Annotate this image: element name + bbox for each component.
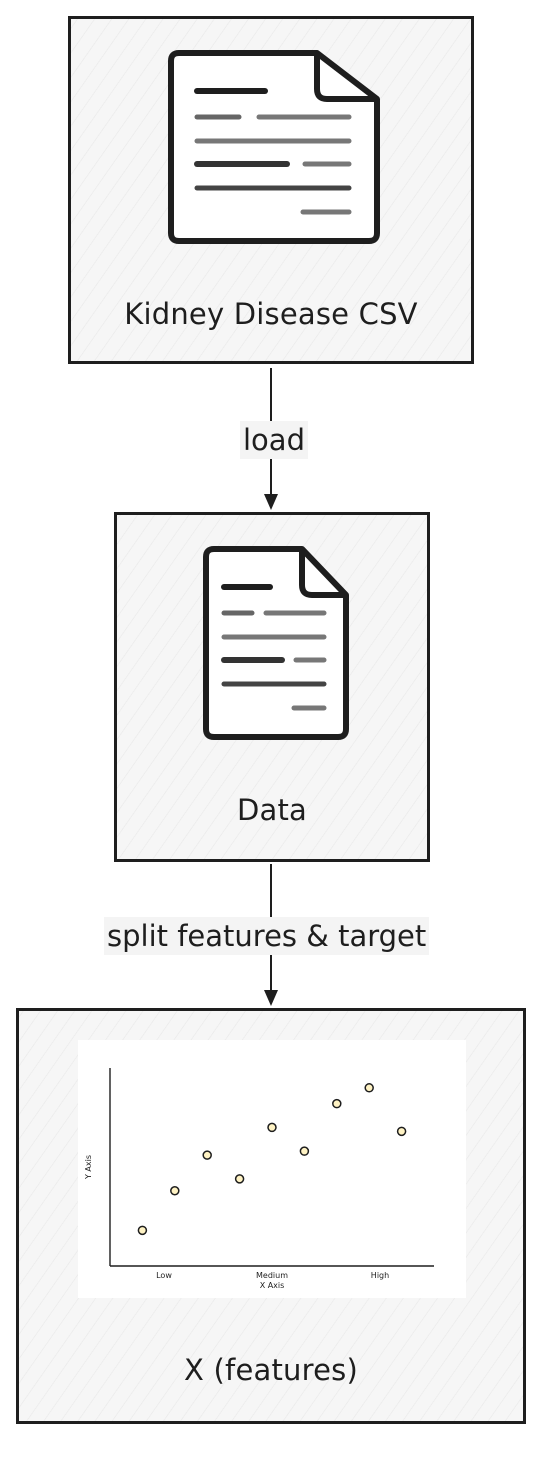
scatter-point [137, 1225, 148, 1236]
scatter-plot-panel: Low Medium High X Axis Y Axis [78, 1040, 466, 1298]
scatter-point [234, 1174, 245, 1184]
scatter-point [332, 1098, 342, 1109]
node-x-features[interactable]: Low Medium High X Axis Y Axis X (features) [16, 1008, 526, 1424]
node-label: Kidney Disease CSV [124, 297, 418, 331]
scatter-point [202, 1150, 212, 1160]
scatter-point [364, 1083, 374, 1093]
x-tick-label: High [371, 1271, 389, 1280]
scatter-point [170, 1186, 180, 1196]
arrow-down-icon [264, 494, 278, 510]
node-label: X (features) [184, 1353, 358, 1387]
document-icon [203, 546, 349, 740]
arrow-down-icon [264, 990, 278, 1006]
scatter-point [396, 1126, 407, 1137]
node-kidney-disease-csv[interactable]: Kidney Disease CSV [68, 16, 474, 364]
y-axis-label: Y Axis [84, 1155, 93, 1180]
scatter-plot: Low Medium High X Axis Y Axis [84, 1068, 434, 1290]
document-icon [168, 50, 380, 244]
x-axis-label: X Axis [260, 1281, 285, 1290]
node-data[interactable]: Data [114, 512, 430, 862]
edge-label-split: split features & target [104, 917, 430, 955]
edge-label-load: load [240, 421, 308, 459]
node-label: Data [236, 793, 308, 827]
scatter-point [267, 1122, 277, 1133]
scatter-point [299, 1146, 310, 1156]
x-tick-label: Low [156, 1271, 172, 1280]
x-tick-label: Medium [256, 1271, 288, 1280]
